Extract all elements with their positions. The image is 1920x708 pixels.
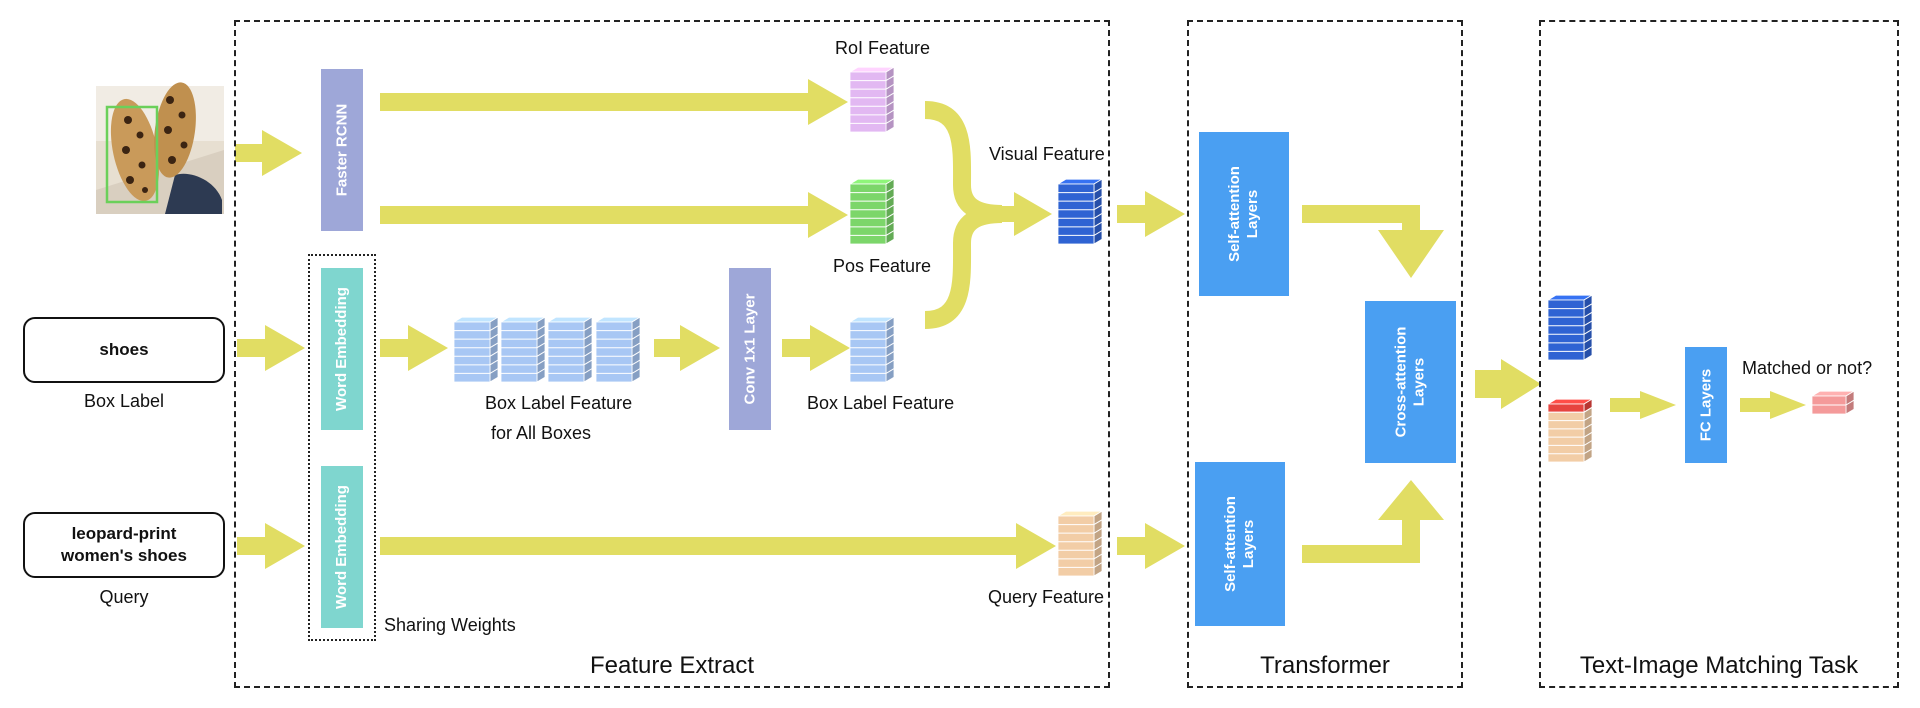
- output-label: Matched or not?: [1742, 358, 1873, 378]
- visual-feature-label: Visual Feature: [989, 144, 1105, 164]
- fc-layers-label: FC Layers: [1697, 368, 1715, 442]
- transformer-section: [1187, 20, 1463, 688]
- arrow-photo-to-rcnn: [235, 130, 302, 176]
- matching-red-cube: [1546, 398, 1594, 413]
- arrow-fc-to-output: [1740, 391, 1806, 419]
- output-cube: [1810, 390, 1856, 415]
- self-attention-label-2: Self-attention Layers: [1222, 496, 1257, 592]
- arrow-query-to-embedding: [237, 523, 305, 569]
- word-embedding-label-1: Word Embedding: [333, 287, 351, 411]
- pos-feature-label: Pos Feature: [833, 256, 932, 276]
- faster-rcnn-block: Faster RCNN: [321, 69, 363, 231]
- arrow-rcnn-to-pos: [380, 192, 848, 238]
- conv-layer-label: Conv 1x1 Layer: [741, 293, 759, 405]
- merge-brace: [924, 101, 1003, 329]
- word-embedding-label-2: Word Embedding: [333, 485, 351, 609]
- matching-visual-cube: [1546, 294, 1594, 361]
- query-input: leopard-print women's shoes: [23, 512, 225, 578]
- cross-attention-block: Cross-attention Layers: [1365, 301, 1456, 463]
- query-feature-label: Query Feature: [988, 587, 1105, 607]
- arrow-layer: [235, 79, 1806, 569]
- arrow-rcnn-to-roi: [380, 79, 848, 125]
- self-attention-block-2: Self-attention Layers: [1195, 462, 1285, 626]
- arrow-embedding-to-boxfeat-all: [380, 325, 448, 371]
- box-label-caption: Box Label: [83, 391, 165, 411]
- box-label-feature-all-cube: [594, 316, 642, 383]
- pos-feature-cube: [848, 178, 896, 245]
- box-label-input: shoes: [23, 317, 225, 383]
- self-attention-block-1: Self-attention Layers: [1199, 132, 1289, 296]
- sharing-weights-label: Sharing Weights: [384, 615, 516, 635]
- shoes-photo-image: [96, 82, 224, 214]
- arrow-boxlabel-to-embedding: [237, 325, 305, 371]
- self-attention-label-1: Self-attention Layers: [1226, 166, 1261, 262]
- matching-title: Text-Image Matching Task: [1579, 652, 1859, 679]
- feature-extract-title: Feature Extract: [589, 652, 755, 679]
- query-feature-cube: [1056, 510, 1104, 577]
- query-caption: Query: [99, 587, 149, 607]
- arrow-boxfeat-all-to-conv: [654, 325, 720, 371]
- cross-attention-label: Cross-attention Layers: [1392, 326, 1428, 438]
- faster-rcnn-label: Faster RCNN: [333, 103, 350, 197]
- conv-layer-block: Conv 1x1 Layer: [729, 268, 771, 430]
- arrow-visual-to-transformer: [1117, 191, 1185, 237]
- box-label-feature-all-cube: [499, 316, 547, 383]
- cube-layer: [452, 66, 1856, 577]
- word-embedding-block-1: Word Embedding: [321, 268, 363, 430]
- box-label-feature-label: Box Label Feature: [807, 393, 955, 413]
- arrow-transformer-to-matching: [1475, 359, 1541, 409]
- visual-feature-cube: [1056, 178, 1104, 245]
- box-label-feature-cube: [848, 316, 896, 383]
- arrow-selfattn1-to-cross: [1302, 205, 1444, 278]
- matching-section: [1539, 20, 1899, 688]
- arrow-cubes-to-fc: [1610, 391, 1676, 419]
- roi-feature-label: RoI Feature: [835, 38, 931, 58]
- arrow-conv-to-boxfeat: [782, 325, 850, 371]
- feature-extract-section: [234, 20, 1110, 688]
- box-label-feature-all-line1: Box Label Feature: [485, 393, 633, 413]
- arrow-selfattn2-to-cross: [1302, 480, 1444, 563]
- fc-layers-block: FC Layers: [1685, 347, 1727, 463]
- arrow-query-to-transformer: [1117, 523, 1185, 569]
- box-label-feature-all-cube: [546, 316, 594, 383]
- arrow-embedding-to-queryfeat: [380, 523, 1056, 569]
- sharing-weights-box: [308, 254, 376, 641]
- box-label-feature-all-line2: for All Boxes: [491, 423, 592, 443]
- transformer-title: Transformer: [1260, 652, 1390, 679]
- word-embedding-block-2: Word Embedding: [321, 466, 363, 628]
- arrow-brace-to-visual: [1000, 192, 1052, 236]
- roi-feature-cube: [848, 66, 896, 133]
- box-label-feature-all-cube: [452, 316, 500, 383]
